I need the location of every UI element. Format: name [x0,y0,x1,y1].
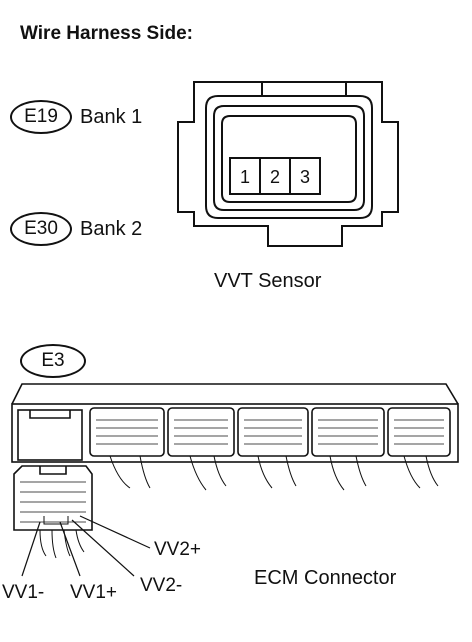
sensor-pins: 1 2 3 [240,167,310,187]
pin-label-vv1-minus: VV1- [2,582,45,603]
connector-code-ecm: E3 [20,344,86,378]
bank1-label: Bank 1 [80,106,143,128]
sensor-pin-2: 2 [270,167,280,187]
pin-leaders [21,515,151,577]
pin-label-vv2-minus: VV2- [140,575,183,596]
sensor-caption: VVT Sensor [214,270,322,292]
connector-code-bank2: E30 [10,212,72,246]
connector-code-label: E30 [24,218,58,239]
connector-code-bank1: E19 [10,100,72,134]
bank2-label: Bank 2 [80,218,143,240]
ecm-plug [13,465,93,559]
ecm-connector [11,383,459,491]
sensor-pin-3: 3 [300,167,310,187]
vvt-sensor-connector [177,81,399,247]
sensor-pin-1: 1 [240,167,250,187]
connector-code-label: E3 [41,350,65,371]
pin-label-vv2-plus: VV2+ [154,539,202,560]
pin-label-vv1-plus: VV1+ [70,582,118,603]
ecm-sub-blocks [89,407,451,457]
ecm-caption: ECM Connector [254,567,397,589]
connector-code-label: E19 [24,106,58,127]
page-title: Wire Harness Side: [20,23,194,44]
